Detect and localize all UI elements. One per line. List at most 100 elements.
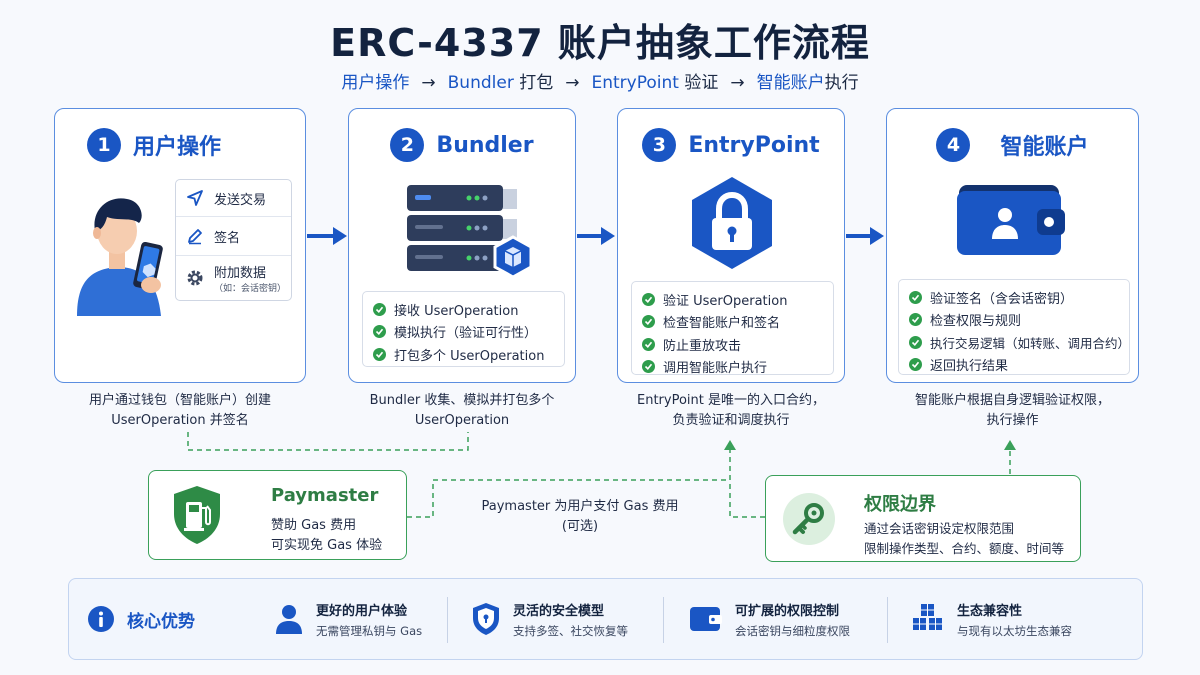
card-title: 用户操作 (133, 135, 222, 160)
card-title: EntryPoint (688, 132, 820, 158)
list-item: 防止重放攻击 (642, 333, 823, 356)
caption-line: UserOperation 并签名 (111, 413, 249, 428)
caption-line: 智能账户根据自身逻辑验证权限， (914, 393, 1110, 408)
advantage-title: 更好的用户体验 (316, 603, 408, 619)
list-item: 返回执行结果 (909, 354, 1119, 377)
step-number: 1 (87, 128, 121, 162)
dashed-link-permission-entrypoint (729, 480, 765, 518)
list-item-label: 模拟执行（验证可行性） (394, 326, 538, 342)
subtitle-step-bundler-verb: 打包 (519, 73, 554, 93)
list-item-label: 验证 UserOperation (663, 293, 788, 309)
check-icon (909, 313, 922, 327)
card-header: 1 用户操作 (55, 127, 305, 163)
permission-line2: 限制操作类型、合约、额度、时间等 (864, 541, 1065, 556)
card-header: 2 Bundler (349, 127, 575, 163)
subtitle-arrow: → (565, 73, 580, 93)
dashed-arrowhead-entrypoint-top (724, 440, 736, 450)
list-item-label: 检查权限与规则 (930, 314, 1022, 330)
page-title: ERC-4337 账户抽象工作流程 (330, 21, 870, 65)
divider (447, 597, 448, 643)
divider (887, 597, 888, 643)
caption-entrypoint: EntryPoint 是唯一的入口合约， 负责验证和调度执行 (609, 391, 853, 431)
flow-subtitle: 用户操作 → Bundler 打包 → EntryPoint 验证 → 智能账户执行 (0, 68, 1200, 93)
paymaster-note-line: Paymaster 为用户支付 Gas 费用 (481, 499, 679, 514)
action-label: 发送交易 (214, 192, 267, 208)
list-item: 打包多个 UserOperation (373, 343, 554, 366)
card-bundler: 2 Bundler 接收 UserOperation 模拟执行（验证可行性） 打… (348, 108, 576, 383)
paymaster-line1: 赞助 Gas 费用 (271, 518, 357, 533)
list-item-label: 调用智能账户执行 (663, 361, 768, 377)
permission-title: 权限边界 (864, 494, 936, 515)
card-title: Bundler (436, 132, 534, 158)
check-icon (642, 292, 655, 306)
action-send-transaction: 发送交易 (176, 180, 291, 217)
entrypoint-task-list: 验证 UserOperation 检查智能账户和签名 防止重放攻击 调用智能账户… (631, 281, 834, 376)
card-entrypoint: 3 EntryPoint 验证 UserOperation 检查智能账户和签名 … (617, 108, 845, 383)
caption-line: 负责验证和调度执行 (672, 413, 790, 428)
paymaster-note: Paymaster 为用户支付 Gas 费用 (可选) (465, 497, 695, 537)
subtitle-step-user: 用户操作 (341, 73, 410, 93)
list-item-label: 接收 UserOperation (394, 303, 519, 319)
check-icon (909, 358, 922, 372)
user-action-list: 发送交易 签名 附加数据 （如：会话密钥） (175, 179, 292, 301)
dashed-arrowhead-account (1004, 440, 1016, 450)
step-number: 3 (642, 128, 677, 162)
card-title: 智能账户 (1000, 135, 1089, 160)
card-smart-account: 4 智能账户 验证签名（含会话密钥） 检查权限与规则 执行交易逻辑（如转账、调用… (886, 108, 1139, 383)
dashed-link-user-bundler (187, 432, 469, 451)
subtitle-arrow: → (421, 73, 436, 93)
caption-smart-account: 智能账户根据自身逻辑验证权限， 执行操作 (880, 391, 1145, 431)
list-item: 验证 UserOperation (642, 288, 823, 311)
subtitle-step-account: 智能账户 (756, 73, 825, 93)
list-item: 接收 UserOperation (373, 298, 554, 321)
advantage-item: 可扩展的权限控制 会话密钥与细粒度权限 (689, 579, 850, 659)
caption-line: EntryPoint 是唯一的入口合约， (637, 393, 825, 408)
advantage-title: 灵活的安全模型 (513, 603, 605, 619)
info-icon (88, 606, 114, 632)
list-item: 检查权限与规则 (909, 309, 1119, 332)
advantage-title: 生态兼容性 (957, 603, 1023, 619)
subtitle-step-bundler: Bundler (447, 73, 514, 93)
gear-icon (176, 268, 214, 288)
advantage-desc: 支持多签、社交恢复等 (513, 623, 628, 638)
advantages-heading-label: 核心优势 (127, 611, 195, 632)
core-advantages-bar: 核心优势 更好的用户体验 无需管理私钥与 Gas 灵活的安全模型 支持多签、社交… (68, 578, 1143, 660)
paymaster-line2: 可实现免 Gas 体验 (271, 538, 383, 553)
list-item: 执行交易逻辑（如转账、调用合约） (909, 331, 1130, 354)
advantages-heading: 核心优势 (87, 579, 195, 659)
subtitle-step-entrypoint-verb: 验证 (684, 73, 719, 93)
check-icon (642, 315, 655, 329)
list-item-label: 打包多个 UserOperation (394, 348, 545, 364)
bundler-task-list: 接收 UserOperation 模拟执行（验证可行性） 打包多个 UserOp… (362, 291, 565, 367)
action-sign: 签名 (176, 217, 291, 256)
list-item-label: 执行交易逻辑（如转账、调用合约） (930, 335, 1131, 351)
subtitle-step-entrypoint: EntryPoint (591, 73, 679, 93)
advantage-desc: 会话密钥与细粒度权限 (735, 623, 850, 638)
list-item: 调用智能账户执行 (642, 356, 823, 379)
card-header: 4 智能账户 (887, 127, 1138, 163)
caption-user-operation: 用户通过钱包（智能账户）创建 UserOperation 并签名 (54, 391, 306, 431)
advantage-item: 灵活的安全模型 支持多签、社交恢复等 (471, 579, 628, 659)
shield-icon (473, 603, 499, 635)
permission-boundary-box: 权限边界 通过会话密钥设定权限范围 限制操作类型、合约、额度、时间等 (765, 475, 1081, 562)
check-icon (909, 290, 922, 304)
wallet-icon (690, 607, 722, 631)
fuel-shield-icon (174, 486, 220, 544)
lock-icon (692, 177, 772, 269)
subtitle-step-account-verb: 执行 (824, 73, 859, 93)
action-label: 附加数据 (214, 266, 267, 281)
flow-arrow-3-4 (846, 227, 884, 245)
key-icon (783, 493, 835, 545)
subtitle-arrow: → (730, 73, 745, 93)
pen-icon (176, 227, 214, 245)
caption-line: 执行操作 (986, 413, 1039, 428)
list-item-label: 返回执行结果 (930, 359, 1009, 375)
advantage-item: 更好的用户体验 无需管理私钥与 Gas (274, 579, 422, 659)
advantage-desc: 与现有以太坊生态兼容 (957, 623, 1072, 638)
check-icon (373, 347, 386, 361)
send-icon (176, 189, 214, 207)
card-user-operation: 1 用户操作 发送交易 签名 (54, 108, 306, 383)
caption-bundler: Bundler 收集、模拟并打包多个 UserOperation (340, 391, 584, 431)
cubes-icon (913, 604, 942, 630)
caption-line: 用户通过钱包（智能账户）创建 (88, 393, 271, 408)
